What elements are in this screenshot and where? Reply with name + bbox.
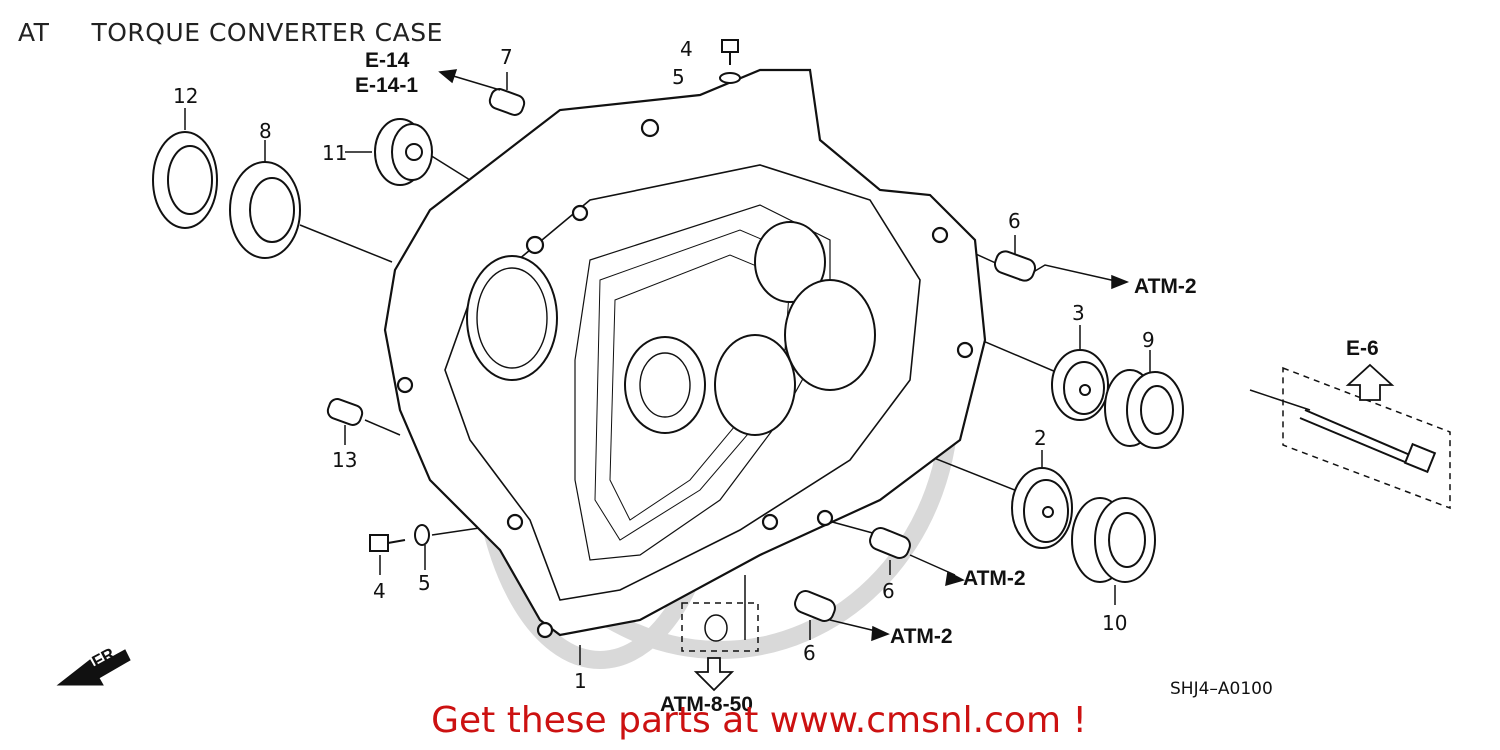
part-5-washer-top bbox=[719, 72, 741, 84]
callout-3: 3 bbox=[1072, 301, 1085, 325]
front-arrow-icon bbox=[56, 649, 131, 686]
callout-10: 10 bbox=[1102, 611, 1127, 635]
callout-1: 1 bbox=[574, 669, 587, 693]
callout-6-a: 6 bbox=[1008, 209, 1021, 233]
ref-atm-8-50: ATM-8-50 bbox=[660, 693, 753, 716]
ref-e-14-1: E-14-1 bbox=[355, 74, 418, 97]
callout-5-bottom: 5 bbox=[418, 571, 431, 595]
part-6-dowel-pin-a bbox=[993, 250, 1037, 282]
callout-6-c: 6 bbox=[803, 641, 816, 665]
callout-11: 11 bbox=[322, 141, 347, 165]
part-6-dowel-pin-b bbox=[869, 527, 911, 559]
callout-5-top: 5 bbox=[672, 65, 685, 89]
ref-e-14: E-14 bbox=[365, 49, 410, 72]
callout-6-b: 6 bbox=[882, 579, 895, 603]
callout-7: 7 bbox=[500, 45, 513, 69]
part-9-bearing bbox=[1104, 369, 1184, 449]
callout-9: 9 bbox=[1142, 328, 1155, 352]
callout-13: 13 bbox=[332, 448, 357, 472]
callout-2: 2 bbox=[1034, 426, 1047, 450]
part-10-bearing bbox=[1071, 497, 1156, 583]
torque-converter-case bbox=[383, 68, 987, 639]
part-12-oil-seal bbox=[152, 131, 218, 229]
promo-text[interactable]: Get these parts at www.cmsnl.com ! bbox=[431, 700, 1087, 741]
ref-atm-2-a: ATM-2 bbox=[1134, 275, 1197, 298]
promo-banner[interactable]: Get these parts at www.cmsnl.com ! bbox=[0, 700, 1500, 741]
part-11-bearing bbox=[374, 118, 433, 186]
atm-8-50-dashed-box bbox=[681, 602, 759, 652]
ref-atm-2-b: ATM-2 bbox=[963, 567, 1026, 590]
bolt-dashed-box bbox=[1282, 366, 1451, 510]
section-code: AT bbox=[18, 18, 50, 47]
callout-labels: 12 8 11 7 4 5 6 3 9 2 10 6 6 13 4 5 1 bbox=[173, 37, 1155, 693]
callout-12: 12 bbox=[173, 84, 198, 108]
section-title: TORQUE CONVERTER CASE bbox=[91, 18, 443, 47]
part-7-dowel-pin bbox=[488, 88, 526, 116]
atm-8-50-hollow-arrow bbox=[693, 657, 735, 692]
reference-labels: E-14 E-14-1 ATM-2 ATM-2 ATM-2 ATM-8-50 E… bbox=[89, 49, 1379, 716]
callout-4-bottom: 4 bbox=[373, 579, 386, 603]
part-4-bolt-bottom bbox=[369, 534, 406, 552]
part-3-shim bbox=[1051, 349, 1109, 421]
part-4-bolt-top bbox=[721, 39, 739, 65]
callout-8: 8 bbox=[259, 119, 272, 143]
part-8-oil-seal bbox=[229, 161, 301, 259]
diagram-code: SHJ4–A0100 bbox=[1170, 679, 1273, 699]
part-2-shim bbox=[1011, 467, 1073, 549]
long-bolt bbox=[1299, 409, 1437, 474]
part-6-dowel-pin-c bbox=[794, 590, 836, 622]
part-5-washer-bottom bbox=[414, 524, 430, 546]
ref-e-6: E-6 bbox=[1346, 337, 1379, 360]
page-title: AT TORQUE CONVERTER CASE bbox=[18, 18, 443, 47]
reference-arrows bbox=[438, 69, 1130, 642]
part-13-dowel-pin bbox=[326, 398, 364, 426]
ref-atm-2-c: ATM-2 bbox=[890, 625, 953, 648]
callout-4-top: 4 bbox=[680, 37, 693, 61]
e-6-hollow-arrow bbox=[1345, 363, 1395, 401]
